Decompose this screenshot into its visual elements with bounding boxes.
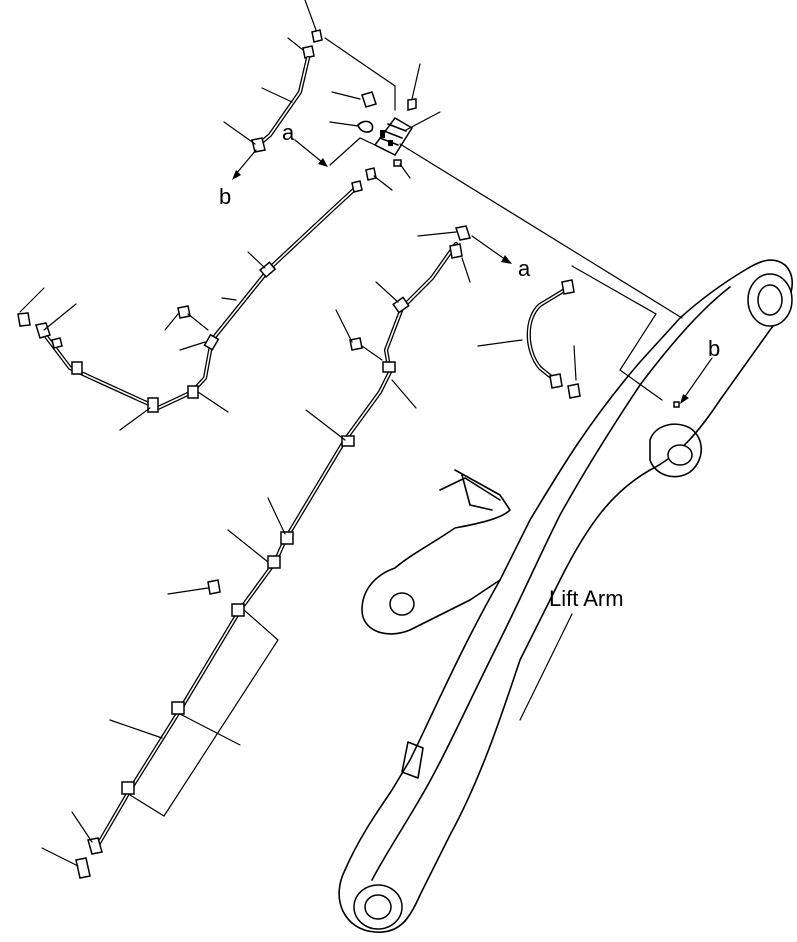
tube-clamp — [121, 781, 135, 795]
tube-clamp — [231, 603, 245, 617]
tube-clamp — [187, 385, 199, 399]
manifold-block — [324, 37, 683, 319]
tube-clamp — [71, 361, 83, 375]
long-tube-line — [41, 225, 512, 879]
label-ref-b-left: b — [219, 184, 231, 209]
top-hose — [223, 0, 323, 180]
label-ref-b-right: b — [708, 336, 720, 361]
right-hose — [477, 265, 713, 408]
tube-clamp — [147, 397, 159, 413]
tube-clamp — [280, 531, 294, 545]
tube-clamp — [203, 333, 220, 351]
tube-clamp — [341, 435, 355, 447]
label-ref-a-right: a — [518, 256, 531, 281]
tube-clamp — [392, 296, 410, 314]
left-tube-line — [17, 167, 393, 431]
ref-arrow-a-upper — [294, 137, 376, 167]
tube-clamp — [171, 701, 185, 715]
label-lift-arm: Lift Arm — [549, 586, 624, 611]
tube-clamp — [259, 261, 277, 278]
lift-arm — [338, 259, 794, 933]
label-ref-a-upper: a — [282, 120, 295, 145]
tube-clamp — [267, 555, 281, 569]
lift-arm-leader — [519, 613, 573, 721]
tube-clamp — [382, 361, 396, 373]
